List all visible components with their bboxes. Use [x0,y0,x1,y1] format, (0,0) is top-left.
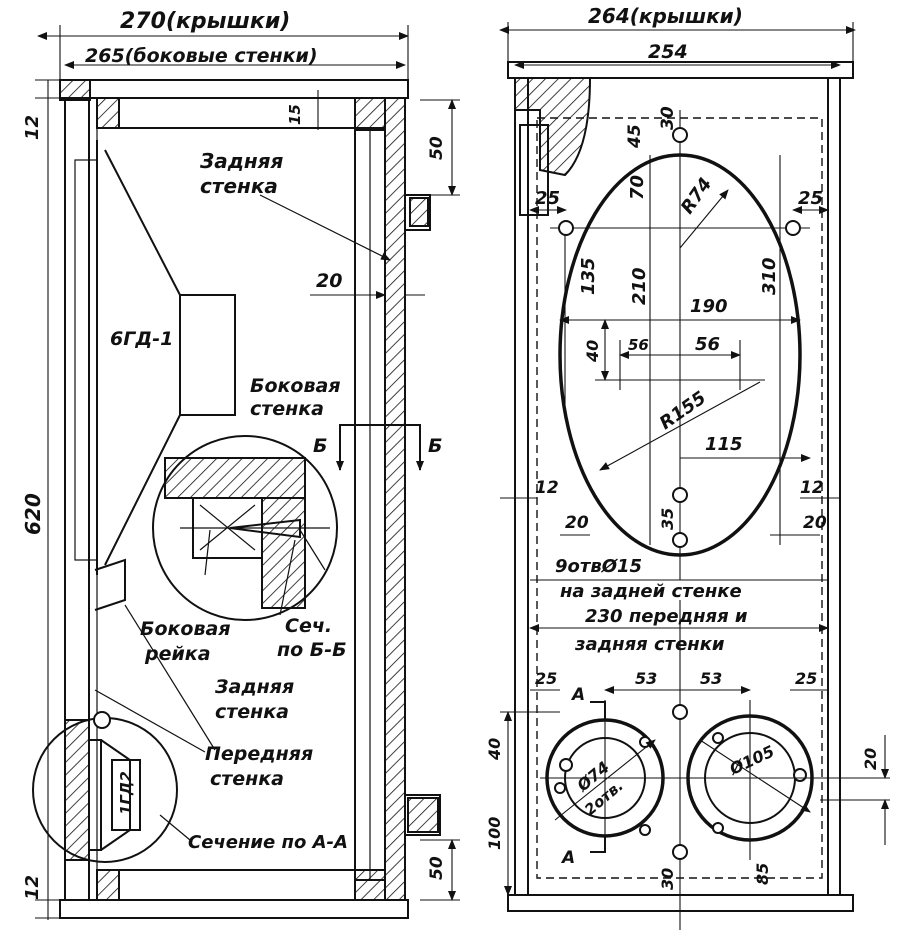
back-wall [384,97,406,901]
front-wall-inner [88,97,98,901]
hole [558,220,574,236]
note-front-back-1: 230 передняя и [585,606,748,627]
hole [672,127,688,143]
dim-25-bl: 25 [535,669,557,688]
top-rail [96,97,386,129]
dim-254: 254 [648,41,688,63]
label-sec-bb-1: Сеч. [285,615,332,637]
dim-190: 190 [690,296,728,317]
label-back-wall-2: стенка [200,174,278,198]
dim-40: 40 [583,340,602,363]
mark-a-bottom: А [560,848,575,868]
section-mark-left: Б [313,435,327,457]
section-mark-right: Б [428,435,442,457]
label-side-wall-2: стенка [250,398,324,420]
dim-56-left: 56 [628,336,649,354]
mark-a-top: А [570,685,585,705]
hole [672,532,688,548]
hole [672,487,688,503]
dim-30-top: 30 [658,106,678,130]
right-view [499,22,890,930]
dim-620: 620 [21,493,45,535]
dim-210: 210 [629,267,650,305]
label-front-wall-2: стенка [210,768,284,790]
label-side-rail-2: рейка [144,643,211,665]
dim-45: 45 [625,124,645,149]
dim-top-covers: 270(крышки) [120,9,290,34]
label-back-wall-1: Задняя [199,149,284,173]
detail-aa [32,711,178,863]
dim-25-left: 25 [535,188,560,209]
dim-56-right: 56 [695,334,720,355]
dim-85: 85 [753,863,772,885]
dim-50-top: 50 [427,136,447,160]
note-back-wall: на задней стенке [560,581,742,602]
dim-100: 100 [485,817,504,850]
top-cover-right [507,61,854,79]
bottom-cover [59,899,409,919]
dim-top-covers-right: 264(крышки) [588,4,743,28]
dim-20-left: 20 [565,513,589,533]
bottom-rail [96,869,386,901]
hole [785,220,801,236]
dim-40-bottom: 40 [485,738,504,761]
note-holes: 9отвØ15 [555,556,642,577]
dim-20-bottom: 20 [861,748,880,770]
hole [672,844,688,860]
speaker-6gd [74,140,236,611]
dim-15: 15 [286,104,304,125]
dim-12-bottom: 12 [22,875,43,900]
dim-25-right: 25 [798,188,823,209]
note-front-back-2: задняя стенки [574,634,725,655]
hole [672,704,688,720]
dim-50-bottom: 50 [427,856,447,880]
label-sec-bb-2: по Б-Б [277,639,347,661]
dim-53-right: 53 [700,669,722,688]
label-speaker-1gd: 1ГД2 [117,771,135,815]
dim-20-right: 20 [803,513,827,533]
dim-12-right: 12 [800,478,824,498]
dim-12-left: 12 [535,478,559,498]
dim-35: 35 [658,508,677,530]
dim-30-bottom: 30 [658,868,677,890]
label-section-aa: Сечение по А-А [188,832,348,853]
top-cover [59,79,409,99]
dim-135: 135 [578,257,599,295]
label-side-rail-1: Боковая [140,618,231,640]
detail-bb [152,435,338,621]
dim-310: 310 [759,257,780,295]
dim-20: 20 [316,270,342,292]
dim-115: 115 [705,434,743,455]
label-side-wall-1: Боковая [250,375,341,397]
dim-25-br: 25 [795,669,817,688]
dim-r155: R155 [656,387,710,434]
dim-70: 70 [627,175,648,200]
label-front-wall-1: Передняя [205,743,313,765]
label-back-wall-b1: Задняя [214,676,294,698]
left-view [32,25,460,920]
dim-side-walls: 265(боковые стенки) [85,45,318,67]
front-panel [514,77,841,896]
dim-53-left: 53 [635,669,657,688]
label-speaker-6gd: 6ГД-1 [110,328,173,350]
dim-12-top: 12 [22,115,43,140]
label-back-wall-b2: стенка [215,701,289,723]
